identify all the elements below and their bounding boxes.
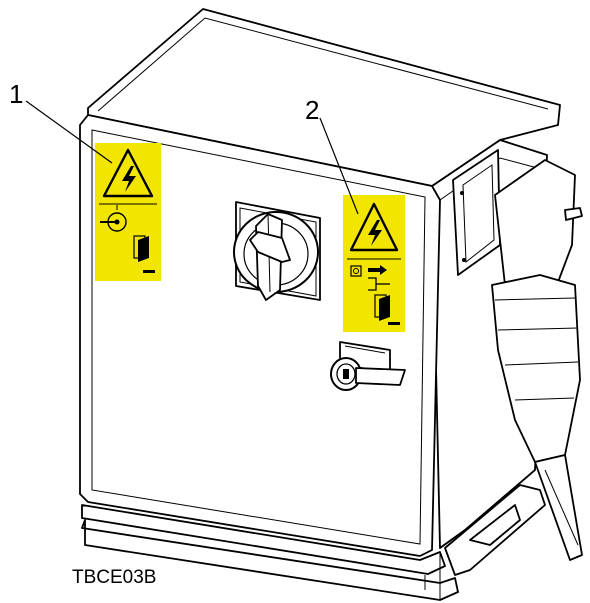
base-foot <box>81 519 459 601</box>
warning-label-2 <box>343 195 405 332</box>
side-socket-and-plug <box>452 149 583 561</box>
lock-lever <box>355 367 406 386</box>
figure-code: TBCE03B <box>72 567 156 588</box>
base-rail-front <box>81 504 446 575</box>
high-voltage-warning-icon <box>102 148 154 198</box>
key-lock <box>330 341 406 391</box>
cabinet-door-icon <box>374 294 390 321</box>
base-bracket <box>469 504 521 546</box>
plug-latch <box>564 207 583 221</box>
lock-key-icon <box>100 205 127 232</box>
high-voltage-warning-icon <box>349 202 399 252</box>
plug-cable <box>534 454 583 561</box>
main-disconnect-switch <box>233 201 321 301</box>
cabinet-door-icon <box>133 235 149 262</box>
plug-disconnect-icon <box>350 265 390 291</box>
callout-2: 2 <box>305 95 359 215</box>
callout-2-number: 2 <box>305 95 319 125</box>
callout-1: 1 <box>9 79 113 164</box>
mounting-base <box>81 484 546 601</box>
callout-1-number: 1 <box>9 79 23 109</box>
warning-label-1 <box>95 143 161 281</box>
